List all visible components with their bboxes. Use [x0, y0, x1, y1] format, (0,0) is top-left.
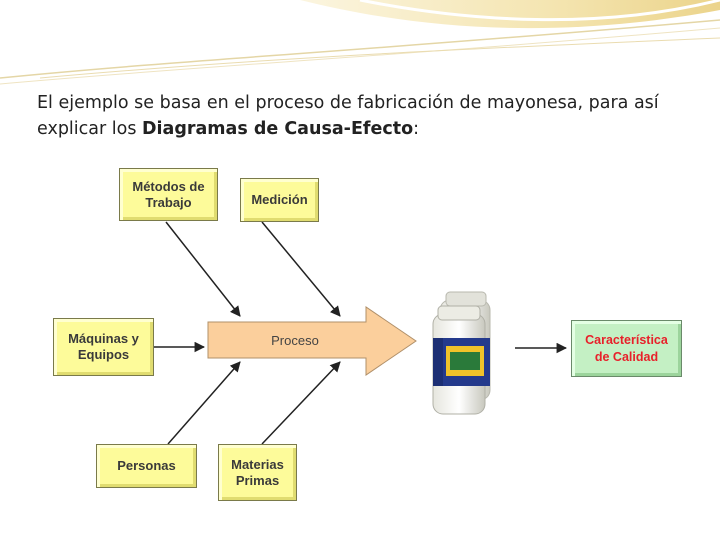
arrow-personas [168, 362, 240, 444]
cause-label-personas: Personas [117, 458, 176, 474]
cause-label-materias: Materias Primas [231, 457, 284, 489]
arrow-materias [262, 362, 340, 444]
cause-label-maquinas: Máquinas y Equipos [68, 331, 139, 363]
cause-box-materias: Materias Primas [218, 444, 297, 501]
cause-box-medicion: Medición [240, 178, 319, 222]
arrow-metodos [166, 222, 240, 316]
mayonnaise-jars-image [433, 292, 490, 414]
effect-box-calidad: Característica de Calidad [571, 320, 682, 377]
cause-box-metodos: Métodos de Trabajo [119, 168, 218, 221]
arrow-medicion [262, 222, 340, 316]
process-label: Proceso [250, 333, 340, 348]
cause-box-personas: Personas [96, 444, 197, 488]
effect-label: Característica de Calidad [585, 332, 668, 366]
cause-box-maquinas: Máquinas y Equipos [53, 318, 154, 376]
cause-label-medicion: Medición [251, 192, 307, 208]
cause-label-metodos: Métodos de Trabajo [132, 179, 204, 211]
